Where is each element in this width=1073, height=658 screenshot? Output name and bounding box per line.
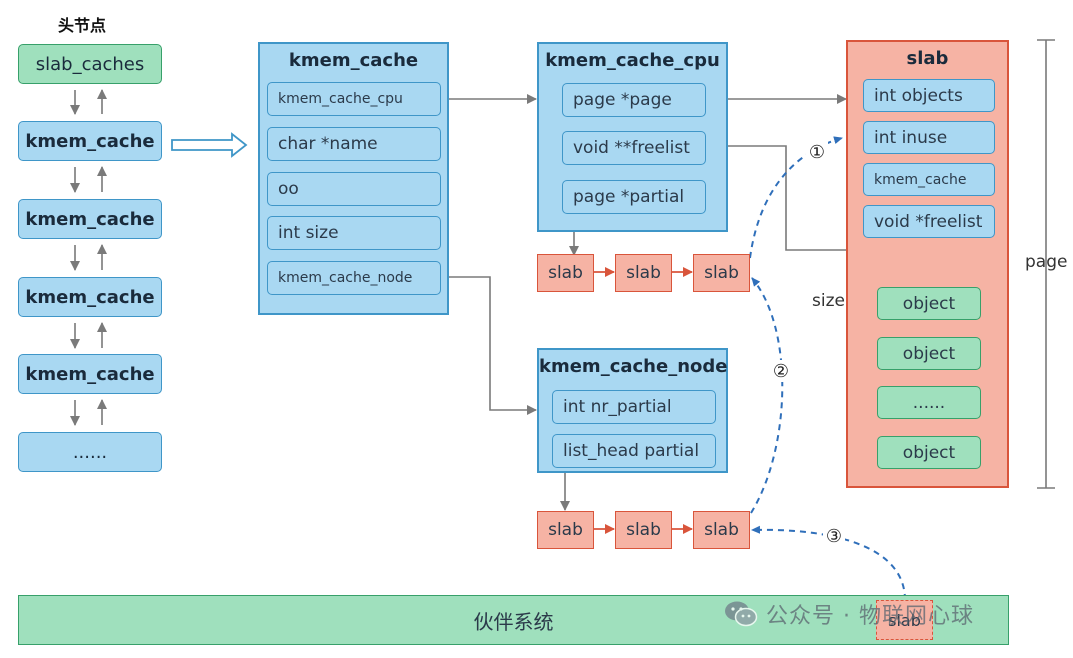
slab-title: slab — [906, 48, 949, 69]
page-label: page — [1025, 252, 1068, 272]
list-node-kmem-cache-4: kmem_cache — [18, 354, 162, 394]
field-list-head-partial: list_head partial — [552, 434, 716, 468]
list-node-slab-caches: slab_caches — [18, 44, 162, 84]
node-partial-slab-2: slab — [615, 511, 672, 549]
node-partial-slab-1: slab — [537, 511, 594, 549]
flow-path-3 — [751, 525, 906, 601]
kmem-cache-title: kmem_cache — [288, 50, 419, 71]
cpu-partial-slab-1: slab — [537, 254, 594, 292]
field-objects: int objects — [863, 79, 995, 112]
field-kmem-cache-cpu: kmem_cache_cpu — [267, 82, 441, 116]
step-1-marker: ① — [806, 141, 828, 163]
hollow-arrow — [171, 132, 248, 158]
field-size: int size — [267, 216, 441, 250]
object-last: object — [877, 436, 981, 469]
list-node-kmem-cache-2: kmem_cache — [18, 199, 162, 239]
field-page: page *page — [562, 83, 706, 117]
kmem-cache-node-title: kmem_cache_node — [539, 356, 728, 377]
list-node-kmem-cache-1: kmem_cache — [18, 121, 162, 161]
object-2: object — [877, 337, 981, 370]
step-3-marker: ③ — [823, 525, 845, 547]
field-partial: page *partial — [562, 180, 706, 214]
list-node-kmem-cache-3: kmem_cache — [18, 277, 162, 317]
buddy-slab: slab — [876, 600, 933, 640]
list-node-ellipsis: ...... — [18, 432, 162, 472]
kmem-cache-cpu-title: kmem_cache_cpu — [545, 50, 720, 71]
field-name: char *name — [267, 127, 441, 161]
kmem-cache-cpu-struct: kmem_cache_cpu page *page void **freelis… — [537, 42, 728, 232]
field-slab-cache: kmem_cache — [863, 163, 995, 196]
flow-path-2 — [750, 277, 784, 514]
node-link-arrow — [440, 276, 537, 415]
cpu-partial-slab-2: slab — [615, 254, 672, 292]
object-1: object — [877, 287, 981, 320]
object-ellipsis: ...... — [877, 386, 981, 419]
cpu-partial-slab-3: slab — [693, 254, 750, 292]
field-kmem-cache-node: kmem_cache_node — [267, 261, 441, 295]
buddy-system-bar: 伙伴系统 — [18, 595, 1009, 645]
field-slab-freelist: void *freelist — [863, 205, 995, 238]
step-2-marker: ② — [770, 360, 792, 382]
node-partial-slab-3: slab — [693, 511, 750, 549]
size-label: size — [812, 291, 845, 311]
watermark-text: 公众号 · 物联网心球 — [766, 604, 974, 629]
list-header: 头节点 — [58, 16, 107, 35]
slab-struct: slab int objects int inuse kmem_cache vo… — [846, 40, 1009, 488]
wechat-icon — [725, 601, 758, 627]
field-nr-partial: int nr_partial — [552, 390, 716, 424]
buddy-system-label: 伙伴系统 — [473, 609, 554, 634]
kmem-cache-node-struct: kmem_cache_node int nr_partial list_head… — [537, 348, 728, 473]
field-freelist: void **freelist — [562, 131, 706, 165]
kmem-cache-struct: kmem_cache kmem_cache_cpu char *name oo … — [258, 42, 449, 315]
field-inuse: int inuse — [863, 121, 995, 154]
field-oo: oo — [267, 172, 441, 206]
flow-path-1 — [749, 136, 843, 259]
watermark: 公众号 · 物联网心球 — [724, 598, 974, 630]
